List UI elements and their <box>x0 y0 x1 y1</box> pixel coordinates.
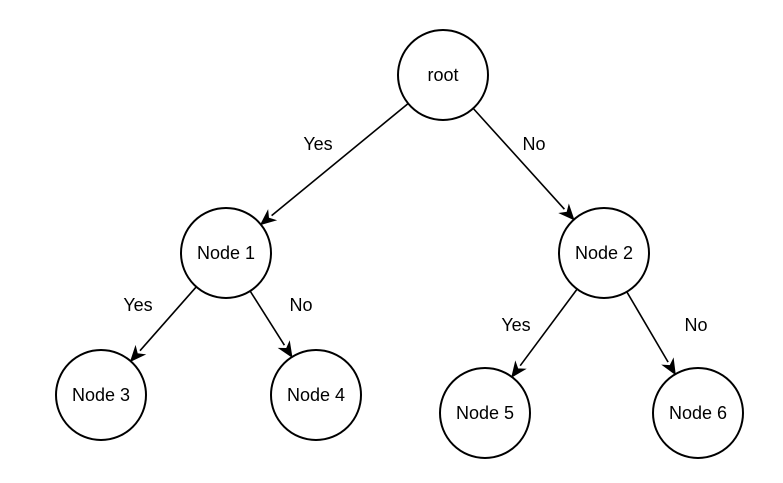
arrowhead-icon <box>558 203 575 221</box>
edge-node1-to-node3 <box>129 286 197 363</box>
node-circle <box>397 29 489 121</box>
edge-node1-to-node4 <box>249 290 293 359</box>
node-circle <box>558 207 650 299</box>
arrowhead-icon <box>129 344 147 363</box>
edge-label-node1-to-node3: Yes <box>123 295 152 315</box>
node-label: Node 6 <box>669 403 727 423</box>
edge-line <box>139 286 197 352</box>
node-label: Node 5 <box>456 403 514 423</box>
tree-node-node6: Node 6 <box>652 367 744 459</box>
edge-root-to-node2 <box>472 107 575 221</box>
edge-label-root-to-node2: No <box>522 134 545 154</box>
tree-node-node3: Node 3 <box>55 349 147 441</box>
edge-root-to-node1 <box>259 102 409 226</box>
arrowhead-icon <box>259 209 278 226</box>
tree-node-root: root <box>397 29 489 121</box>
edge-label-node2-to-node6: No <box>684 315 707 335</box>
arrowhead-icon <box>661 357 676 376</box>
edge-label-node2-to-node5: Yes <box>501 315 530 335</box>
node-label: Node 4 <box>287 385 345 405</box>
node-circle <box>439 367 531 459</box>
edge-line <box>271 102 409 217</box>
edge-label-node1-to-node4: No <box>289 295 312 315</box>
edge-line <box>249 290 286 346</box>
tree-node-node5: Node 5 <box>439 367 531 459</box>
edges-layer <box>129 102 676 378</box>
node-label: root <box>427 65 458 85</box>
node-label: Node 1 <box>197 243 255 263</box>
edge-line <box>519 288 578 367</box>
tree-node-node2: Node 2 <box>558 207 650 299</box>
node-label: Node 2 <box>575 243 633 263</box>
node-label: Node 3 <box>72 385 130 405</box>
node-circle <box>180 207 272 299</box>
edge-line <box>472 107 565 210</box>
tree-node-node1: Node 1 <box>180 207 272 299</box>
edge-label-root-to-node1: Yes <box>303 134 332 154</box>
edge-node2-to-node5 <box>511 288 578 378</box>
edge-line <box>626 291 669 363</box>
tree-node-node4: Node 4 <box>270 349 362 441</box>
node-circle <box>652 367 744 459</box>
node-circle <box>270 349 362 441</box>
edge-node2-to-node6 <box>626 291 676 376</box>
node-circle <box>55 349 147 441</box>
arrowhead-icon <box>277 340 293 359</box>
arrowhead-icon <box>511 360 527 378</box>
